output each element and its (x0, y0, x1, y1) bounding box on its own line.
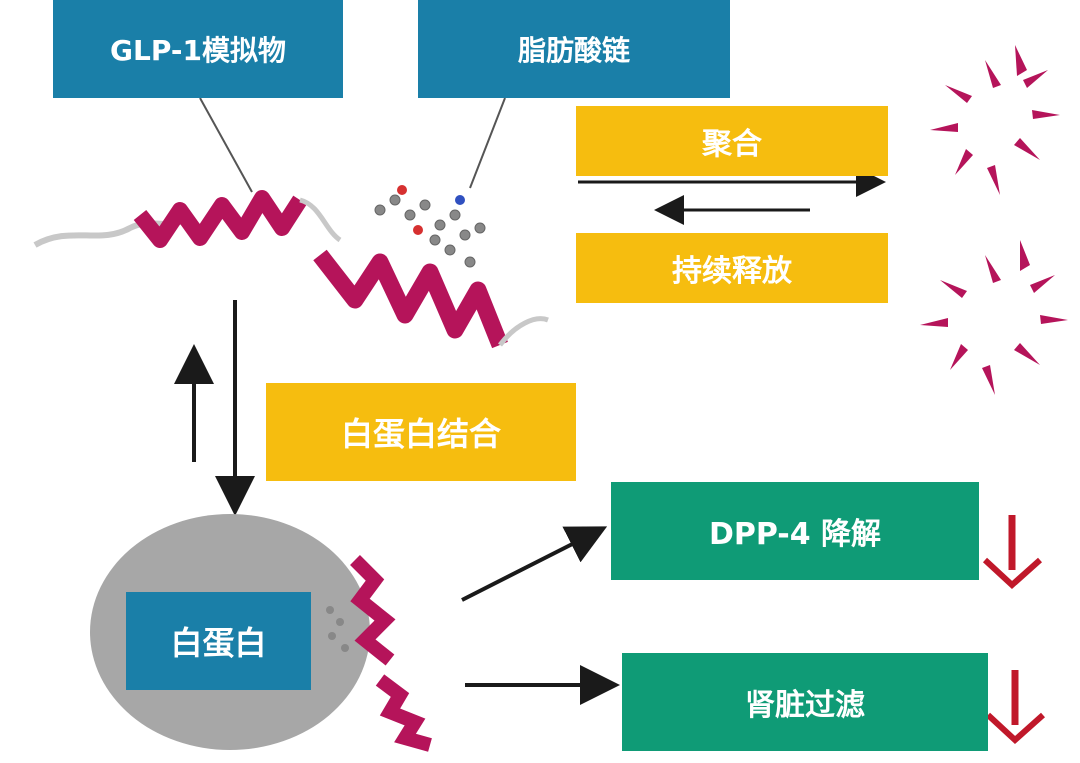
red-down-arrow-icon (985, 670, 1045, 745)
fatty-acid-pointer-line (469, 97, 506, 189)
aggregate-structure-bottom (920, 240, 1068, 395)
glp1-pointer-line (199, 97, 253, 193)
bound-peptide-structure (326, 555, 432, 752)
renal-filtration-label: 肾脏过滤 (622, 653, 988, 751)
dpp4-arrow (461, 526, 608, 602)
glp1-analog-label: GLP-1模拟物 (53, 0, 343, 98)
glp1-peptide-structure (33, 185, 549, 349)
albumin-binding-label: 白蛋白结合 (266, 383, 576, 481)
sustained-release-label: 持续释放 (576, 233, 888, 303)
red-down-arrow-icon (982, 515, 1042, 590)
albumin-label: 白蛋白 (126, 592, 311, 690)
aggregate-structure-top (930, 45, 1060, 195)
aggregation-label: 聚合 (576, 106, 888, 176)
dpp4-degradation-label: DPP-4 降解 (611, 482, 979, 580)
fatty-acid-chain-label: 脂肪酸链 (418, 0, 730, 98)
